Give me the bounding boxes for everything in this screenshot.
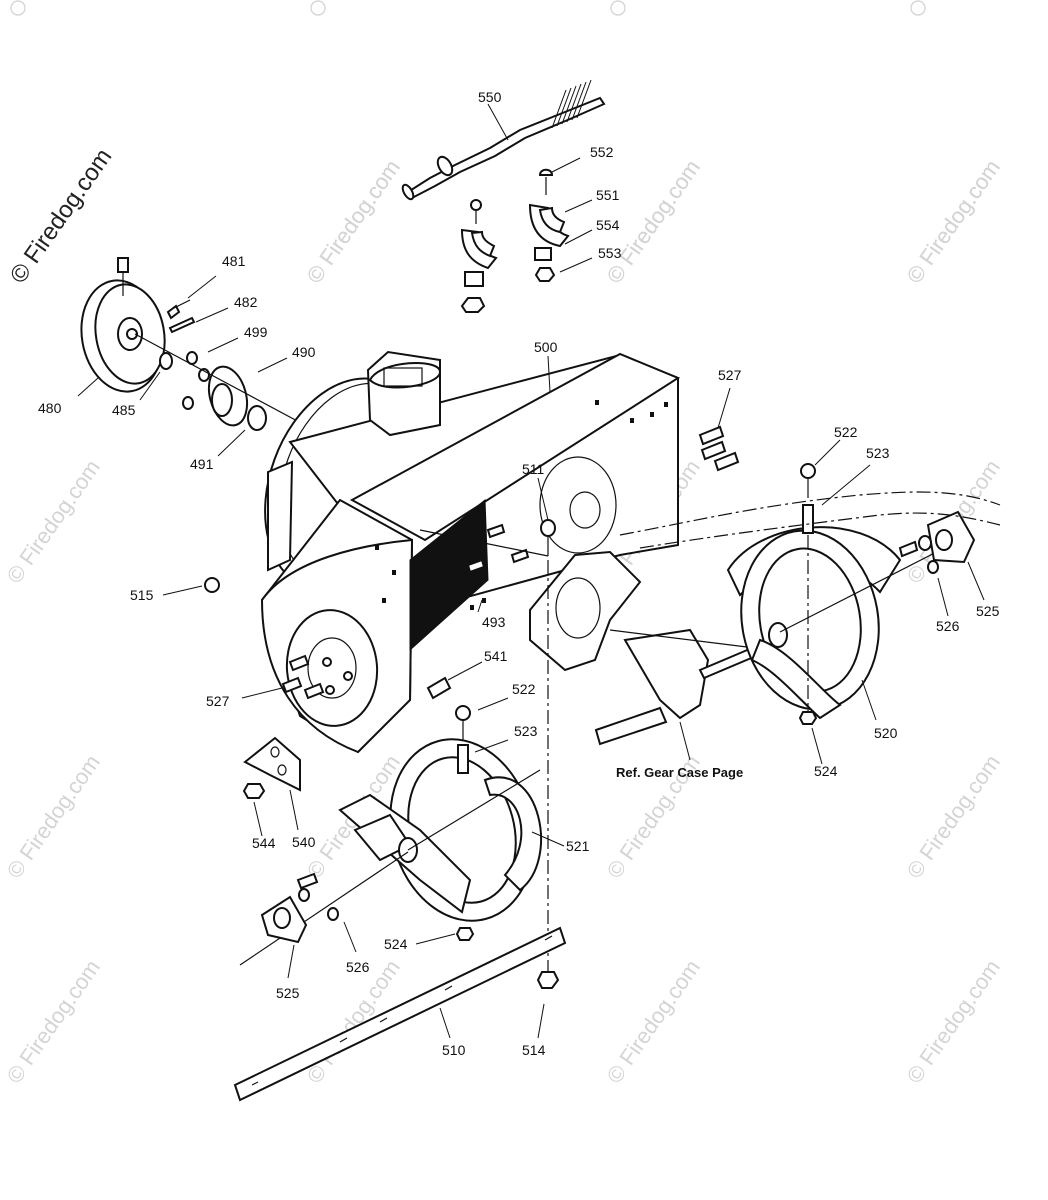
label-499: 499 <box>244 324 268 340</box>
watermark-text: © Firedog.com <box>2 455 105 588</box>
pulley-assembly <box>80 257 371 461</box>
label-515: 515 <box>130 587 154 603</box>
watermark-text: © Firedog.com <box>302 155 405 288</box>
label-511: 511 <box>522 461 545 477</box>
assembly-lines <box>419 491 1001 557</box>
shave-plate <box>233 926 567 1102</box>
label-550: 550 <box>478 89 502 105</box>
label-527-left: 527 <box>206 693 230 709</box>
label-490: 490 <box>292 344 316 360</box>
skid-shoe <box>242 736 301 799</box>
label-523-left: 523 <box>514 723 538 739</box>
watermark-text: © Firedog.com <box>902 155 1005 288</box>
misc-bolts <box>204 577 452 700</box>
label-482: 482 <box>234 294 258 310</box>
label-526-left: 526 <box>346 959 370 975</box>
label-552: 552 <box>590 144 614 160</box>
left-bearing-flange <box>260 872 339 944</box>
part-number-labels: 550 552 551 554 553 481 482 499 490 480 … <box>38 89 1000 1058</box>
label-525-right: 525 <box>976 603 1000 619</box>
label-485: 485 <box>112 402 136 418</box>
label-544: 544 <box>252 835 276 851</box>
watermark-text: © Firedog.com <box>2 750 105 883</box>
label-524-left: 524 <box>384 936 408 952</box>
leader-lines <box>77 103 985 1039</box>
watermark-text: © Firedog.com <box>602 955 705 1088</box>
label-541: 541 <box>484 648 508 664</box>
auger-housing <box>260 350 681 754</box>
label-514: 514 <box>522 1042 546 1058</box>
right-auger <box>726 463 961 725</box>
label-524-right: 524 <box>814 763 838 779</box>
chute-crank-rod <box>401 79 606 201</box>
label-554: 554 <box>596 217 620 233</box>
left-auger <box>239 560 549 972</box>
label-522-right: 522 <box>834 424 858 440</box>
right-bearing-flange <box>898 510 976 574</box>
label-527-top: 527 <box>718 367 742 383</box>
label-480: 480 <box>38 400 62 416</box>
chute-clip-right <box>528 168 570 282</box>
label-521: 521 <box>566 838 590 854</box>
label-491: 491 <box>190 456 214 472</box>
label-523-right: 523 <box>866 445 890 461</box>
label-520: 520 <box>874 725 898 741</box>
chute-clip-left <box>460 199 498 313</box>
label-540: 540 <box>292 834 316 850</box>
label-500: 500 <box>534 339 558 355</box>
watermark-text: © Firedog.com <box>902 750 1005 883</box>
label-510: 510 <box>442 1042 466 1058</box>
gear-case <box>529 550 758 746</box>
reference-note: Ref. Gear Case Page <box>616 765 743 780</box>
label-526-right: 526 <box>936 618 960 634</box>
watermark-text: © Firedog.com <box>902 955 1005 1088</box>
label-525-left: 525 <box>276 985 300 1001</box>
label-493: 493 <box>482 614 506 630</box>
label-522-left: 522 <box>512 681 536 697</box>
label-553: 553 <box>598 245 622 261</box>
label-551: 551 <box>596 187 620 203</box>
label-481: 481 <box>222 253 246 269</box>
watermark-text: © Firedog.com <box>2 955 105 1088</box>
brand-text: © Firedog.com <box>5 144 118 289</box>
copyright-watermark-icons <box>10 0 926 16</box>
